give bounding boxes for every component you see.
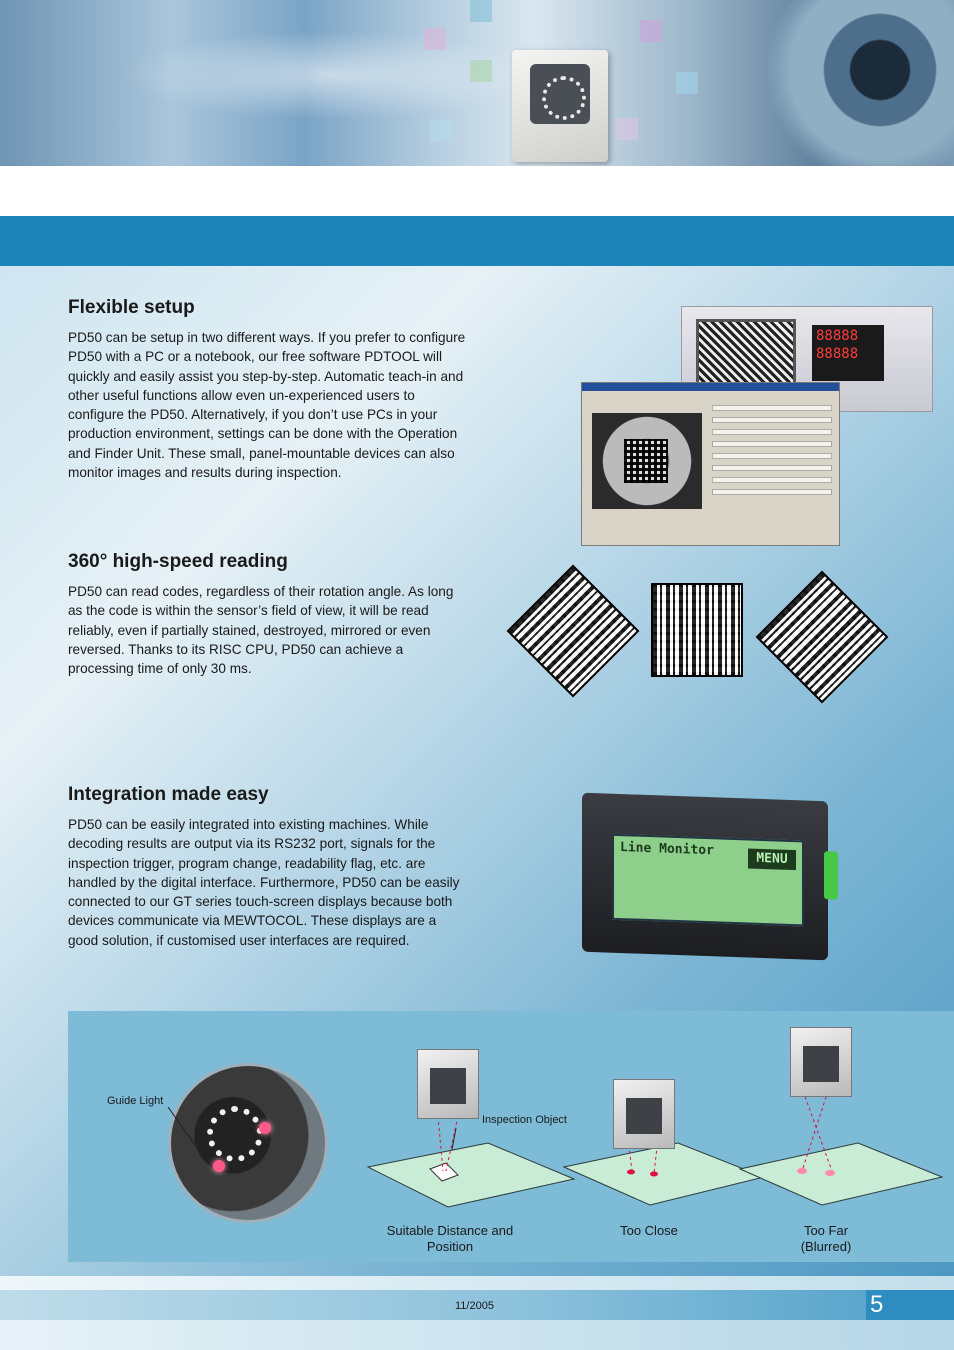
bottom-strip (0, 1320, 954, 1350)
gt-touchscreen-display-image: Line Monitor MENU (582, 792, 838, 961)
inspection-object (429, 1162, 459, 1182)
section-high-speed-reading: 360° high-speed reading PD50 can read co… (68, 551, 468, 678)
guide-spot (627, 1169, 635, 1175)
beam (802, 1090, 833, 1172)
pd50-sensor-image (512, 50, 608, 162)
gt-lcd-screen: Line Monitor MENU (612, 833, 804, 927)
settings-rows (712, 405, 832, 501)
reading-distance-diagram: Guide Light Inspection Object Suitable D… (68, 1011, 954, 1262)
guide-spot-blurred (797, 1168, 807, 1174)
finder-unit-display: 88888 88888 (812, 325, 884, 381)
window-titlebar (582, 383, 839, 391)
section-title: Flexible setup (68, 297, 195, 318)
guide-light-closeup-image (168, 1063, 328, 1223)
section-body: PD50 can be setup in two different ways.… (68, 330, 466, 481)
illumination-ring (207, 1106, 263, 1162)
page-number: 5 (866, 1290, 954, 1320)
guide-light-led (213, 1160, 225, 1172)
footer-date: 11/2005 (455, 1300, 494, 1312)
lcd-menu-button: MENU (748, 848, 796, 871)
beam (627, 1138, 633, 1172)
section-header-bar (0, 216, 954, 266)
pdtool-software-screenshot (581, 382, 840, 546)
header-banner-image (0, 0, 954, 166)
section-body: PD50 can be easily integrated into exist… (68, 817, 460, 948)
lcd-title: Line Monitor (620, 840, 714, 859)
guide-light-leader-line (167, 1106, 209, 1164)
section-flexible-setup: Flexible setup PD50 can be setup in two … (68, 297, 468, 482)
section-title: Integration made easy (68, 784, 269, 805)
section-title: 360° high-speed reading (68, 551, 288, 572)
beam (801, 1090, 829, 1172)
page-footer: 11/2005 5 (0, 1290, 954, 1320)
sensor-lens (530, 64, 590, 124)
guide-light-led (259, 1122, 271, 1134)
section-integration: Integration made easy PD50 can be easily… (68, 784, 468, 950)
code-preview-image (592, 413, 702, 509)
guide-light-label: Guide Light (107, 1095, 164, 1107)
datamatrix-code-upright (651, 583, 743, 677)
caption-too-close: Too Close (620, 1223, 678, 1238)
section-body: PD50 can read codes, regardless of their… (68, 584, 454, 677)
plane-suitable (366, 1142, 576, 1208)
sensor-too-close (613, 1079, 675, 1149)
sensor-suitable-distance (417, 1049, 479, 1119)
display-digits-top: 88888 (816, 328, 859, 344)
gt-connector-clip (824, 851, 838, 900)
eye-image (760, 0, 954, 166)
footer-divider (0, 1276, 954, 1292)
sensor-too-far (790, 1027, 852, 1097)
plane-too-close (562, 1142, 766, 1206)
guide-spot (650, 1171, 658, 1177)
display-digits-bottom: 88888 (816, 346, 859, 362)
guide-spot-blurred (825, 1170, 835, 1176)
caption-too-far: Too Far (Blurred) (800, 1223, 852, 1254)
diagram-lines (167, 1090, 944, 1208)
caption-suitable: Suitable Distance and Position (386, 1223, 514, 1254)
plane-too-far (738, 1142, 944, 1206)
inspection-object-label: Inspection Object (482, 1114, 567, 1126)
